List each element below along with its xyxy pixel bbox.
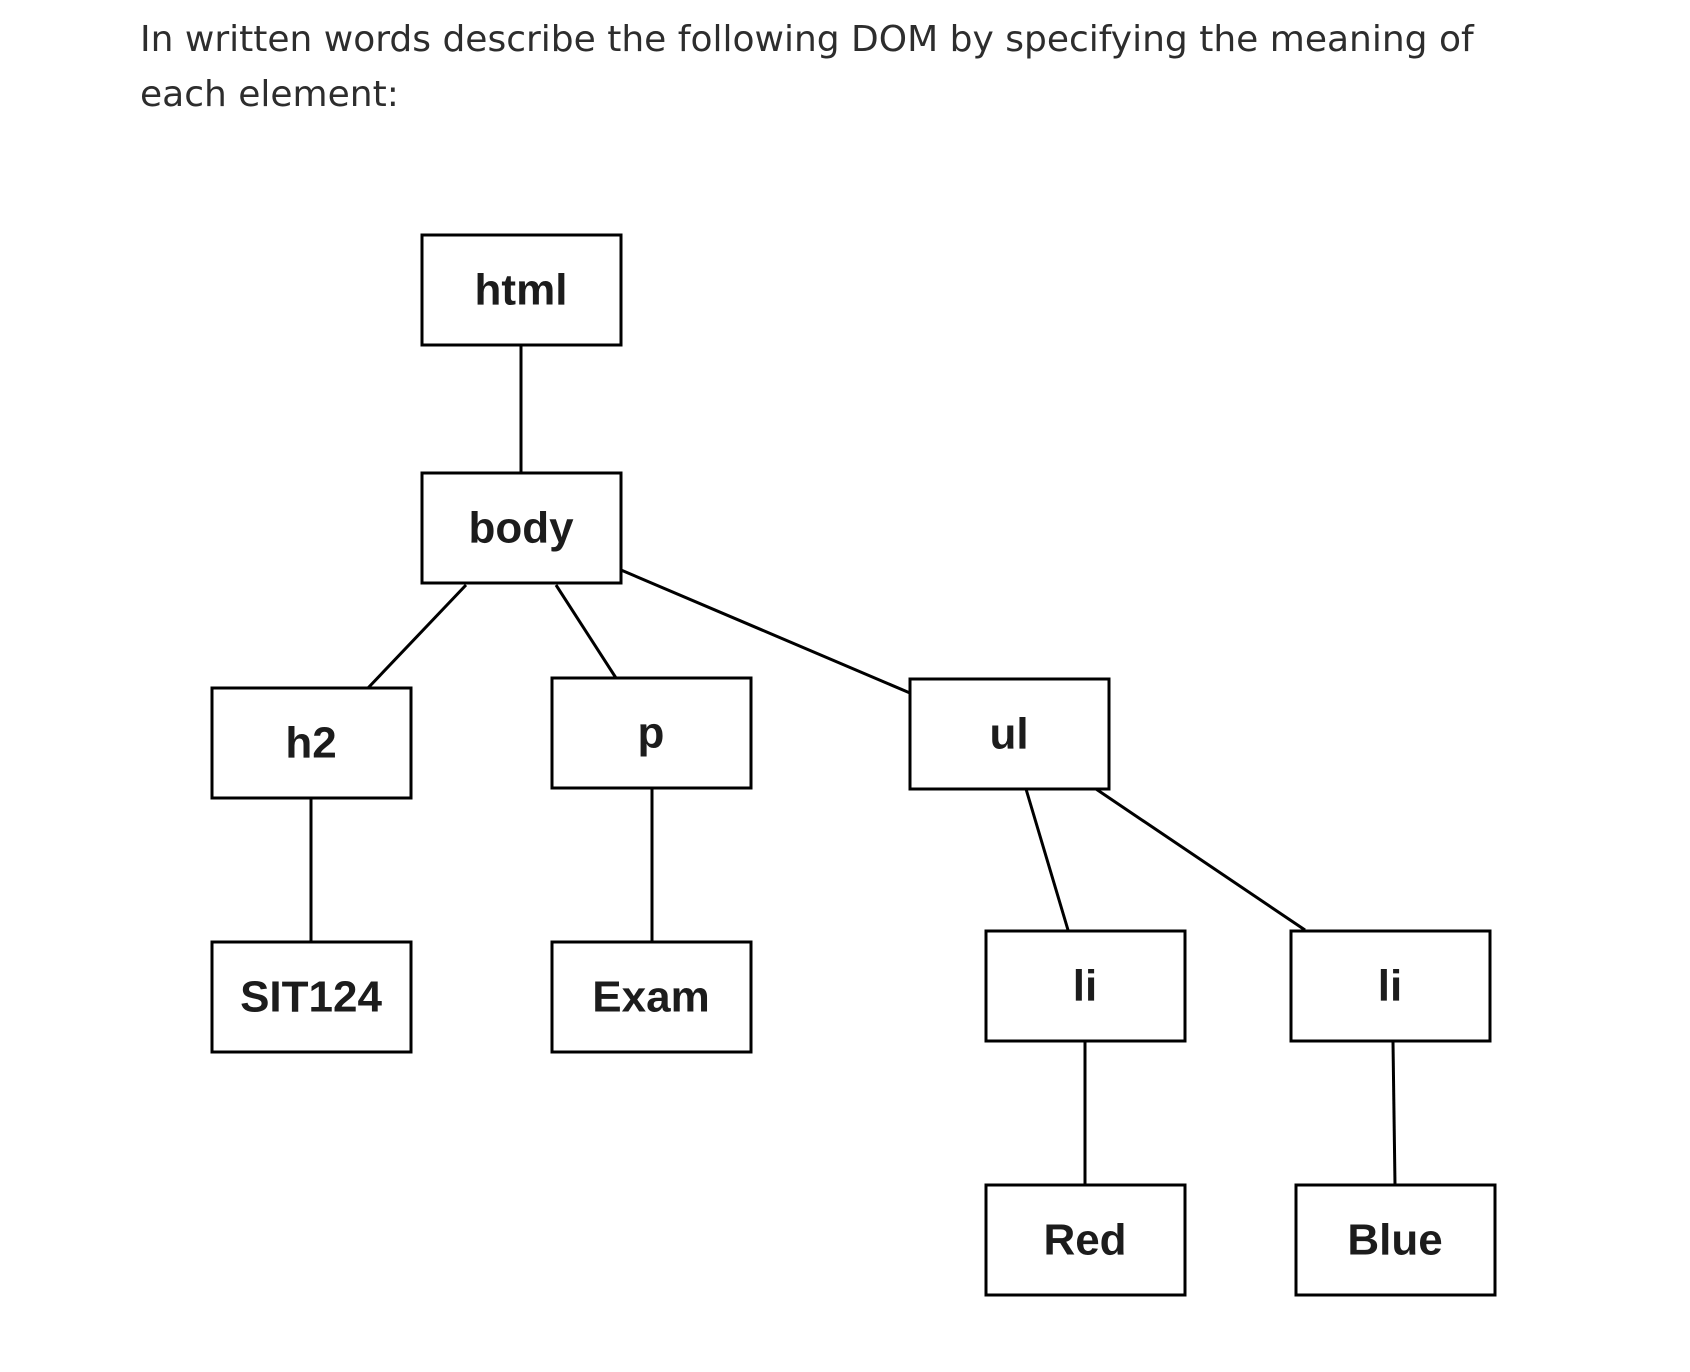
node-label-red: Red (1043, 1216, 1126, 1265)
node-label-sit124: SIT124 (240, 973, 382, 1022)
node-label-li-1: li (1073, 962, 1097, 1011)
node-label-body: body (468, 504, 574, 553)
node-label-p: p (638, 709, 665, 758)
edge-body-h2 (366, 583, 468, 690)
node-li-1: li (984, 929, 1187, 1043)
edge-ul-li-2 (1095, 787, 1306, 932)
node-sit124: SIT124 (210, 940, 413, 1054)
node-body: body (420, 471, 623, 585)
node-label-exam: Exam (592, 973, 709, 1022)
node-li-2: li (1289, 929, 1492, 1043)
node-blue: Blue (1294, 1183, 1497, 1297)
node-red: Red (984, 1183, 1187, 1297)
node-label-li-2: li (1378, 962, 1402, 1011)
node-h2: h2 (210, 686, 413, 800)
node-label-h2: h2 (285, 719, 336, 768)
node-label-html: html (475, 266, 568, 315)
node-label-blue: Blue (1347, 1216, 1442, 1265)
edge-body-p (554, 584, 618, 679)
question-text: In written words describe the following … (140, 19, 1474, 115)
node-exam: Exam (550, 940, 753, 1054)
node-ul: ul (908, 677, 1111, 791)
node-label-ul: ul (989, 710, 1028, 759)
edge-ul-li-1 (1024, 788, 1070, 931)
node-html: html (420, 233, 623, 347)
tree-edges (309, 345, 1397, 1186)
node-p: p (550, 676, 753, 790)
edge-li-2-blue (1391, 1041, 1397, 1186)
edge-body-ul (620, 568, 911, 695)
